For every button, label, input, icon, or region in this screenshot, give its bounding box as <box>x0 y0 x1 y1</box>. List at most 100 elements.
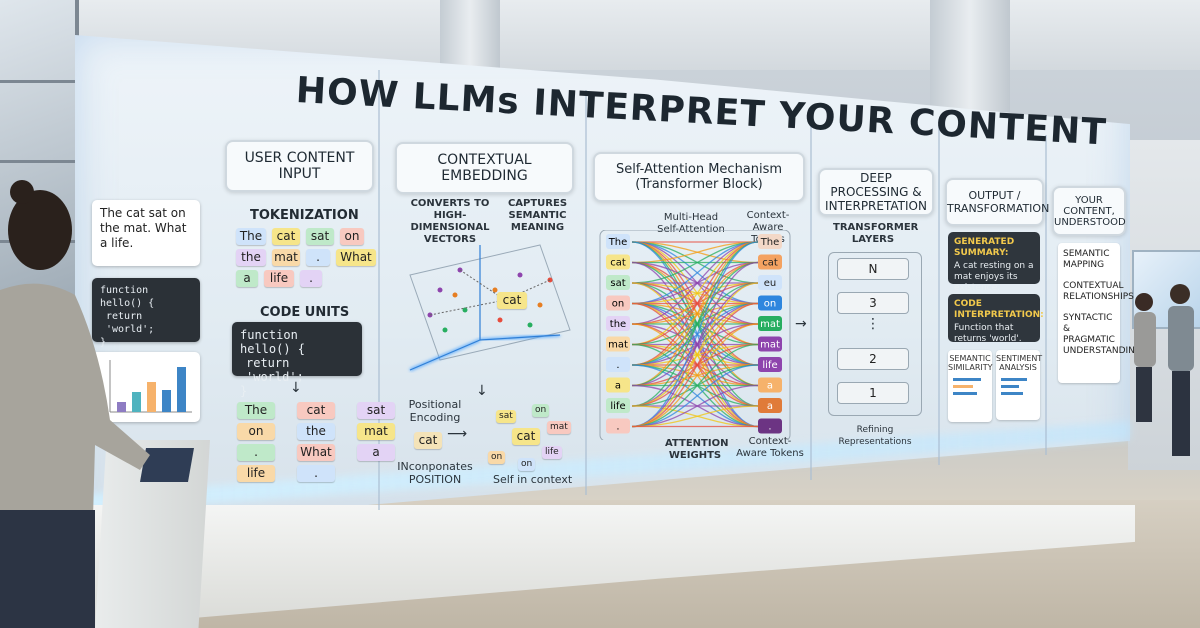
generated-summary-box: GENERATED SUMMARY: A cat resting on a ma… <box>948 232 1040 293</box>
token-chip: a <box>357 444 395 461</box>
input-token: a <box>615 381 621 392</box>
sentiment-analysis-card: SENTIMENT ANALYSIS <box>996 350 1043 420</box>
token-chip: the <box>236 249 266 266</box>
cluster-token: on <box>532 404 550 417</box>
down-arrow-icon: ↓ <box>290 380 302 396</box>
positional-token: cat <box>414 432 442 449</box>
right-arrow-icon: → <box>795 316 807 332</box>
attention-weights-label: ATTENTION WEIGHTS <box>665 438 729 461</box>
self-in-context-label: Self in context <box>493 473 573 486</box>
context-aware-bottom-label: Context-Aware Tokens <box>736 436 804 459</box>
input-token-box <box>606 275 630 290</box>
token-chip: . <box>297 465 335 482</box>
code-interpretation-box: CODE INTERPRETATION: Function that retur… <box>948 294 1044 344</box>
chart-thumbnail <box>92 352 200 422</box>
layer-1: 1 <box>837 382 909 404</box>
vector-space-plot <box>409 244 571 372</box>
attention-diagram: Thecatsatonthemat.alife.Thecateuonmatmat… <box>599 230 791 440</box>
attention-line <box>631 302 759 428</box>
input-token-box <box>606 398 630 413</box>
understood-item: SYNTACTIC & PRAGMATIC UNDERSTANDING <box>1063 313 1142 356</box>
attention-frame <box>599 230 791 440</box>
output-token-box <box>758 254 782 270</box>
positional-encoding-label: Positional Encoding <box>408 398 462 424</box>
sentiment-analysis-label: SENTIMENT ANALYSIS <box>996 354 1043 372</box>
cluster-token: on <box>518 458 536 471</box>
token-chip: What <box>297 444 335 461</box>
embedding-center-token: cat <box>497 292 527 309</box>
input-token: on <box>612 299 624 310</box>
code-line: } <box>240 384 248 398</box>
embedding-header: CONTEXTUAL EMBEDDING <box>395 142 574 194</box>
input-token-box <box>606 254 630 270</box>
attention-line <box>631 261 759 428</box>
summary-text: A cat resting on a mat enjoys its existe… <box>954 261 1034 293</box>
token-chip: the <box>297 423 335 440</box>
semantic-similarity-card: SEMANTIC SIMILARITY <box>948 350 993 422</box>
token-chip: life <box>237 465 275 482</box>
output-token: a <box>767 401 773 412</box>
attention-line <box>631 384 759 428</box>
output-token-box <box>758 418 782 434</box>
cluster-token: mat <box>547 421 571 434</box>
token-chip: cat <box>272 228 300 245</box>
input-token: . <box>616 360 619 371</box>
background-visitors <box>1134 284 1194 456</box>
code-line: } <box>100 337 107 348</box>
attention-line <box>631 241 759 366</box>
user-input-header: USER CONTENT INPUT <box>225 140 374 192</box>
output-token: a <box>767 381 773 392</box>
input-token: The <box>608 237 628 248</box>
input-token-box <box>606 377 630 393</box>
down-arrow-icon: ↓ <box>476 383 488 399</box>
input-token-box <box>606 295 630 311</box>
attention-line <box>631 241 759 428</box>
output-token-box <box>758 398 782 413</box>
attention-line <box>631 323 759 428</box>
attention-line <box>631 241 759 387</box>
summary-head: GENERATED SUMMARY: <box>954 237 1015 258</box>
sample-text-card: The cat sat on the mat. What a life. <box>92 200 200 266</box>
cluster-token: on <box>488 451 506 464</box>
token-chip: . <box>306 249 330 266</box>
output-token-box <box>758 316 782 331</box>
input-token: cat <box>610 258 626 269</box>
dots-icon: ⋮ <box>866 316 880 332</box>
attention-line <box>631 364 759 428</box>
output-token-box <box>758 295 782 311</box>
output-token: mat <box>760 319 780 330</box>
incorporates-position-label: INconponates POSITION <box>397 460 473 486</box>
code-line: return 'world'; <box>246 356 304 384</box>
input-token-box <box>606 316 630 331</box>
code-interp-text: Function that returns 'world'. <box>954 323 1022 344</box>
input-token-box <box>606 418 630 434</box>
token-chip: mat <box>357 423 395 440</box>
output-header: OUTPUT / TRANSFORMATION <box>945 178 1049 226</box>
input-token: . <box>616 422 619 433</box>
output-token-box <box>758 336 782 352</box>
input-token: life <box>610 401 625 412</box>
code-interp-head: CODE INTERPRETATION: <box>954 299 1044 320</box>
output-token: on <box>764 299 776 310</box>
transformer-layers-label: TRANSFORMER LAYERS <box>833 222 919 245</box>
input-token-box <box>606 234 630 249</box>
input-token: sat <box>610 278 625 289</box>
understood-list: SEMANTIC MAPPING CONTEXTUAL RELATIONSHIP… <box>1058 243 1142 383</box>
token-chip: . <box>300 270 322 287</box>
bar-chart-icon <box>109 360 192 413</box>
panel-seam <box>1045 135 1047 455</box>
code-line: return 'world'; <box>106 311 155 335</box>
token-chip: . <box>237 444 275 461</box>
output-token: cat <box>762 258 778 269</box>
output-token-box <box>758 357 782 372</box>
output-token: The <box>760 237 780 248</box>
token-chip: The <box>236 228 266 245</box>
output-token-box <box>758 234 782 249</box>
code-card: function hello() { return 'world'; } <box>92 278 200 348</box>
understood-item: SEMANTIC MAPPING <box>1063 249 1110 270</box>
output-token: life <box>762 360 777 371</box>
refining-label: Refining Representations <box>838 425 912 447</box>
attention-line <box>631 343 759 428</box>
output-token-box <box>758 377 782 393</box>
layer-3: 3 <box>837 292 909 314</box>
